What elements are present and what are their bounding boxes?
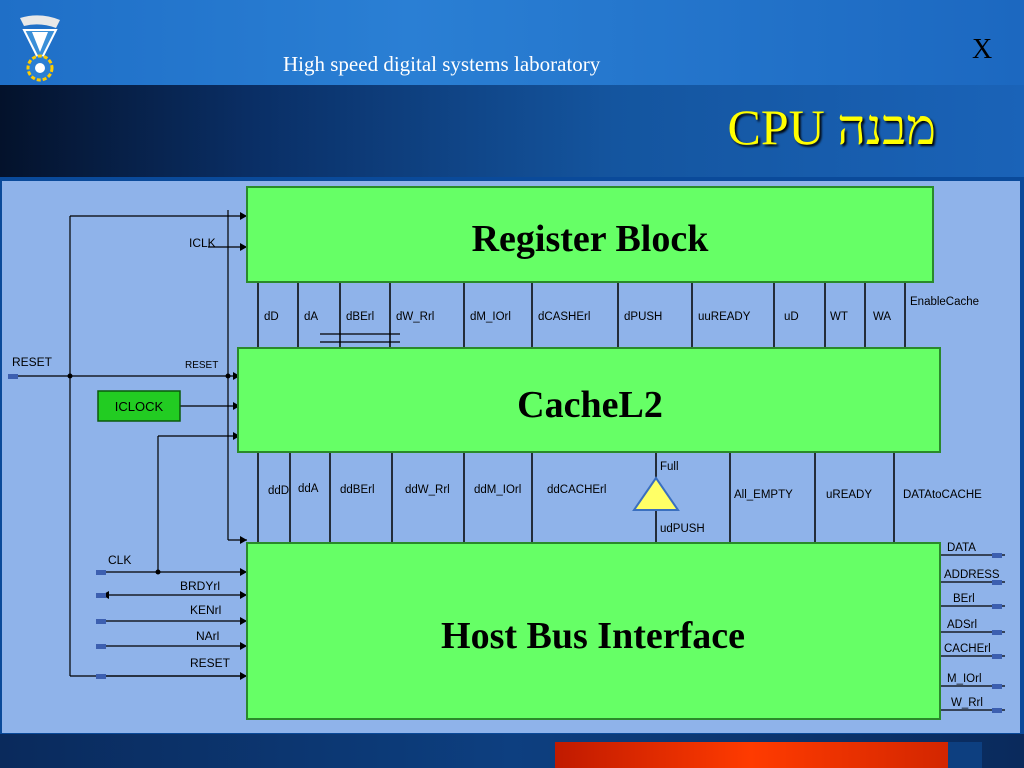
technion-logo [20, 15, 60, 82]
bus-label-ddm-iorl: ddM_IOrl [474, 484, 521, 496]
bus-label-ud: uD [784, 311, 799, 323]
bus-label-dpush: dPUSH [624, 311, 662, 323]
push-buffer-triangle [632, 476, 680, 511]
register-block [246, 186, 934, 283]
signal-reset-bus: RESET [185, 360, 218, 371]
host-bus-block [246, 542, 941, 720]
cache-block [237, 347, 941, 453]
output-adsrl: ADSrl [947, 619, 977, 631]
bus-label-dw-rrl: dW_Rrl [396, 311, 434, 323]
slide-title: מבנה CPU [727, 99, 936, 155]
close-button[interactable]: X [972, 34, 993, 65]
iclock-block [97, 390, 181, 422]
iclock-label: ICLOCK [115, 399, 164, 414]
register-block-label: Register Block [472, 218, 710, 260]
signal-reset-host: RESET [190, 656, 231, 670]
bus-label-wt: WT [830, 311, 848, 323]
signal-reset-in: RESET [12, 355, 53, 369]
output-w-rrl: W_Rrl [951, 697, 983, 709]
cache-block-label: CacheL2 [517, 384, 663, 426]
signal-clk: CLK [108, 553, 131, 567]
output-address: ADDRESS [944, 569, 1000, 581]
output-berl: BErl [953, 593, 975, 605]
output-m-iorl: M_IOrl [947, 673, 982, 685]
signal-iclk: ICLK [189, 236, 216, 250]
bus-label-full: Full [660, 461, 679, 473]
bus-label-dm-iorl: dM_IOrl [470, 311, 511, 323]
upper-bus [257, 282, 906, 350]
output-cacherl: CACHErl [944, 643, 991, 655]
output-data: DATA [947, 542, 976, 554]
title-band [0, 85, 1024, 177]
bus-label-dcasherl: dCASHErl [538, 311, 590, 323]
signal-na: NArl [196, 629, 219, 643]
bus-label-da: dA [304, 311, 318, 323]
bus-label-dberl: dBErl [346, 311, 374, 323]
footer-accent-bar [555, 742, 948, 768]
signal-brdy: BRDYrl [180, 579, 220, 593]
bus-label-dda: ddA [298, 483, 319, 495]
bus-label-ddcacherl: ddCACHErl [547, 484, 606, 496]
lower-bus-labels: ddD ddA ddBErl ddW_Rrl ddM_IOrl ddCACHEr… [268, 461, 982, 535]
bus-label-uready: uREADY [826, 489, 872, 501]
upper-bus-labels: dD dA dBErl dW_Rrl dM_IOrl dCASHErl dPUS… [264, 296, 979, 323]
bus-label-udpush: udPUSH [660, 523, 705, 535]
header-band [0, 0, 1024, 85]
bus-label-uuready: uuREADY [698, 311, 751, 323]
lab-name: High speed digital systems laboratory [283, 52, 601, 76]
bus-label-wa: WA [873, 311, 891, 323]
bus-label-all-empty: All_EMPTY [734, 489, 793, 501]
host-bus-block-label: Host Bus Interface [441, 615, 745, 657]
bus-label-ddw-rrl: ddW_Rrl [405, 484, 450, 496]
signal-ken: KENrl [190, 603, 221, 617]
bus-label-ddd: ddD [268, 485, 289, 497]
bus-label-datatocache: DATAtoCACHE [903, 489, 982, 501]
footer-right-block [948, 742, 982, 768]
bus-label-ddberl: ddBErl [340, 484, 375, 496]
lower-bus [257, 452, 895, 545]
bus-label-dd: dD [264, 311, 279, 323]
bus-label-enable-cache: EnableCache [910, 296, 979, 308]
